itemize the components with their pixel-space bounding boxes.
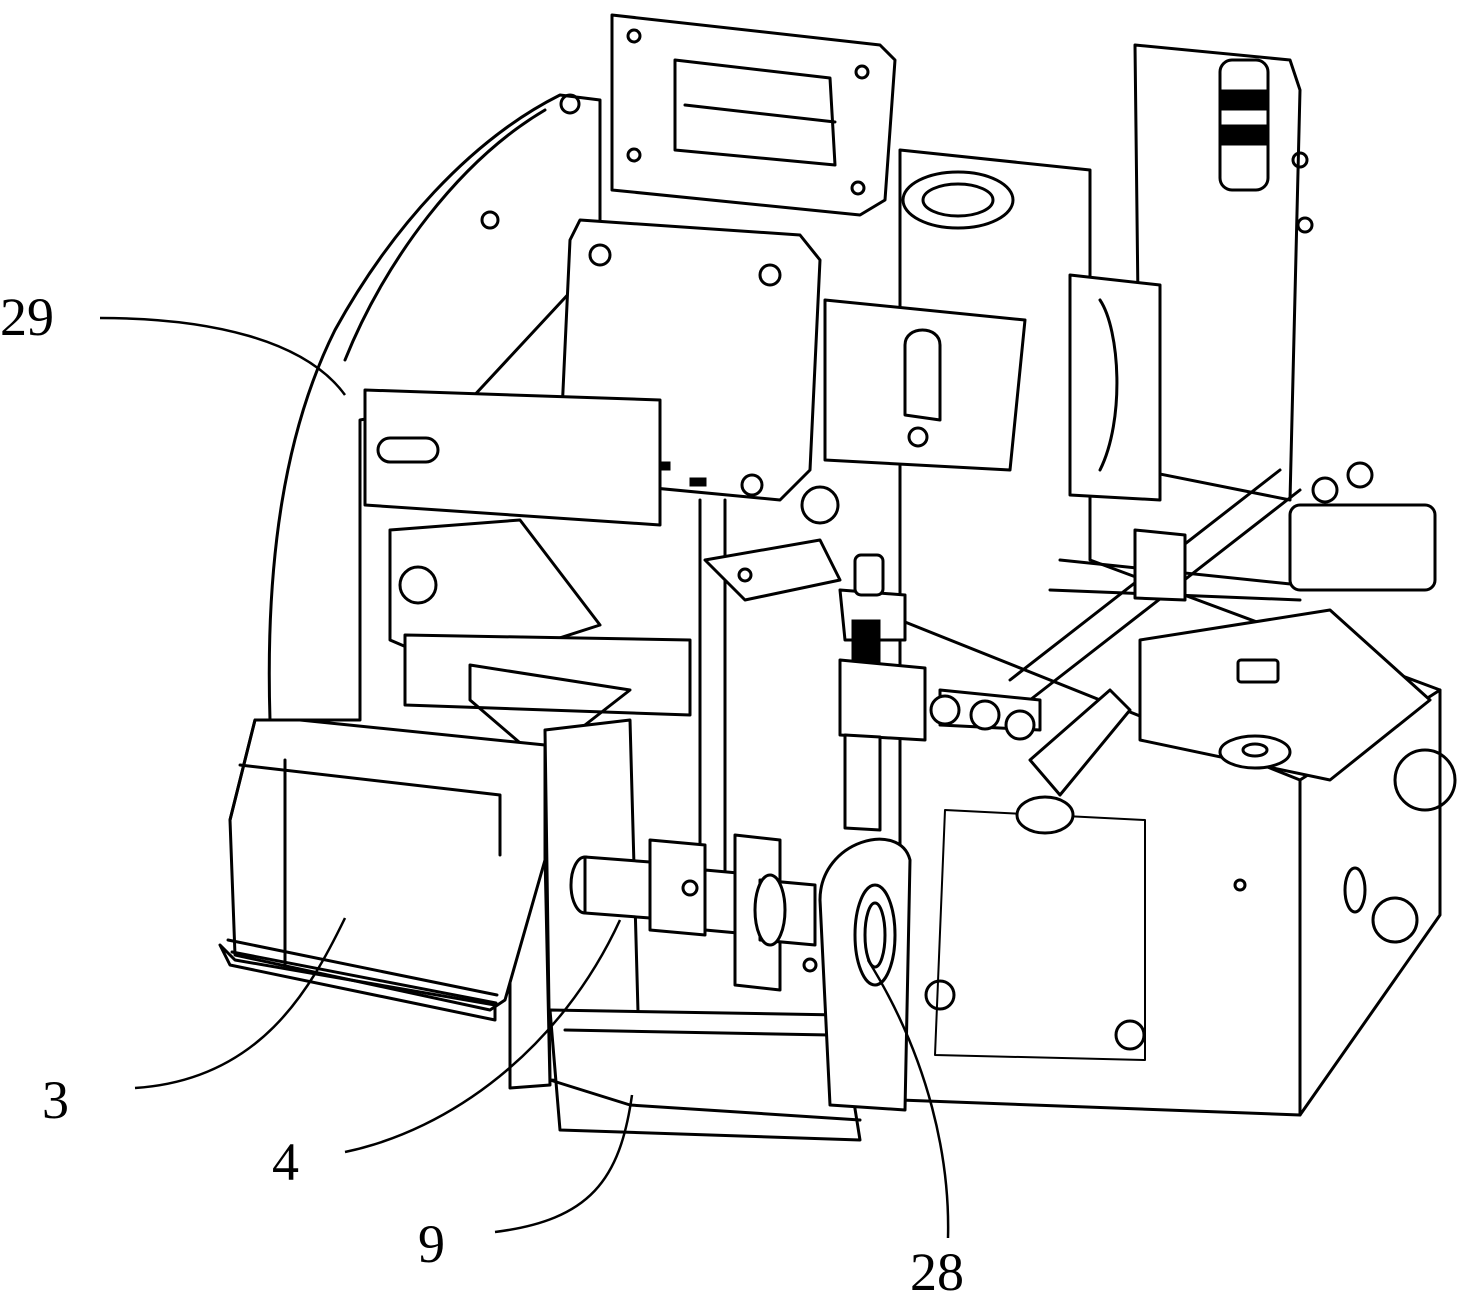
slide-rails xyxy=(1008,461,1437,702)
lever-arm xyxy=(929,688,1132,835)
middle-block xyxy=(823,170,1027,472)
leader-29 xyxy=(99,316,347,396)
upper-bracket xyxy=(610,13,897,217)
callout-4: 4 xyxy=(272,1132,299,1192)
leader-4 xyxy=(344,919,622,1154)
callout-3: 3 xyxy=(42,1070,69,1130)
leader-28 xyxy=(866,959,950,1239)
cover-panel xyxy=(924,809,1146,1061)
callout-9: 9 xyxy=(418,1214,445,1274)
frame-arm xyxy=(267,93,602,722)
right-mechanism xyxy=(1068,43,1314,502)
adjust-screw xyxy=(838,553,927,832)
leader-9 xyxy=(494,1094,634,1234)
callout-29: 29 xyxy=(0,287,54,347)
side-stepper-motor xyxy=(218,718,547,1022)
vertical-linkage xyxy=(698,485,842,872)
leader-3 xyxy=(134,917,347,1090)
leader-lines xyxy=(99,316,950,1239)
bearing-block xyxy=(818,837,912,1112)
side-plate xyxy=(363,388,662,527)
roller-block xyxy=(1138,608,1432,782)
callout-28: 28 xyxy=(910,1242,964,1298)
shaft-coupling xyxy=(569,833,818,992)
callout-labels: 29 3 4 9 28 xyxy=(0,287,964,1298)
lower-bracket xyxy=(388,518,692,762)
